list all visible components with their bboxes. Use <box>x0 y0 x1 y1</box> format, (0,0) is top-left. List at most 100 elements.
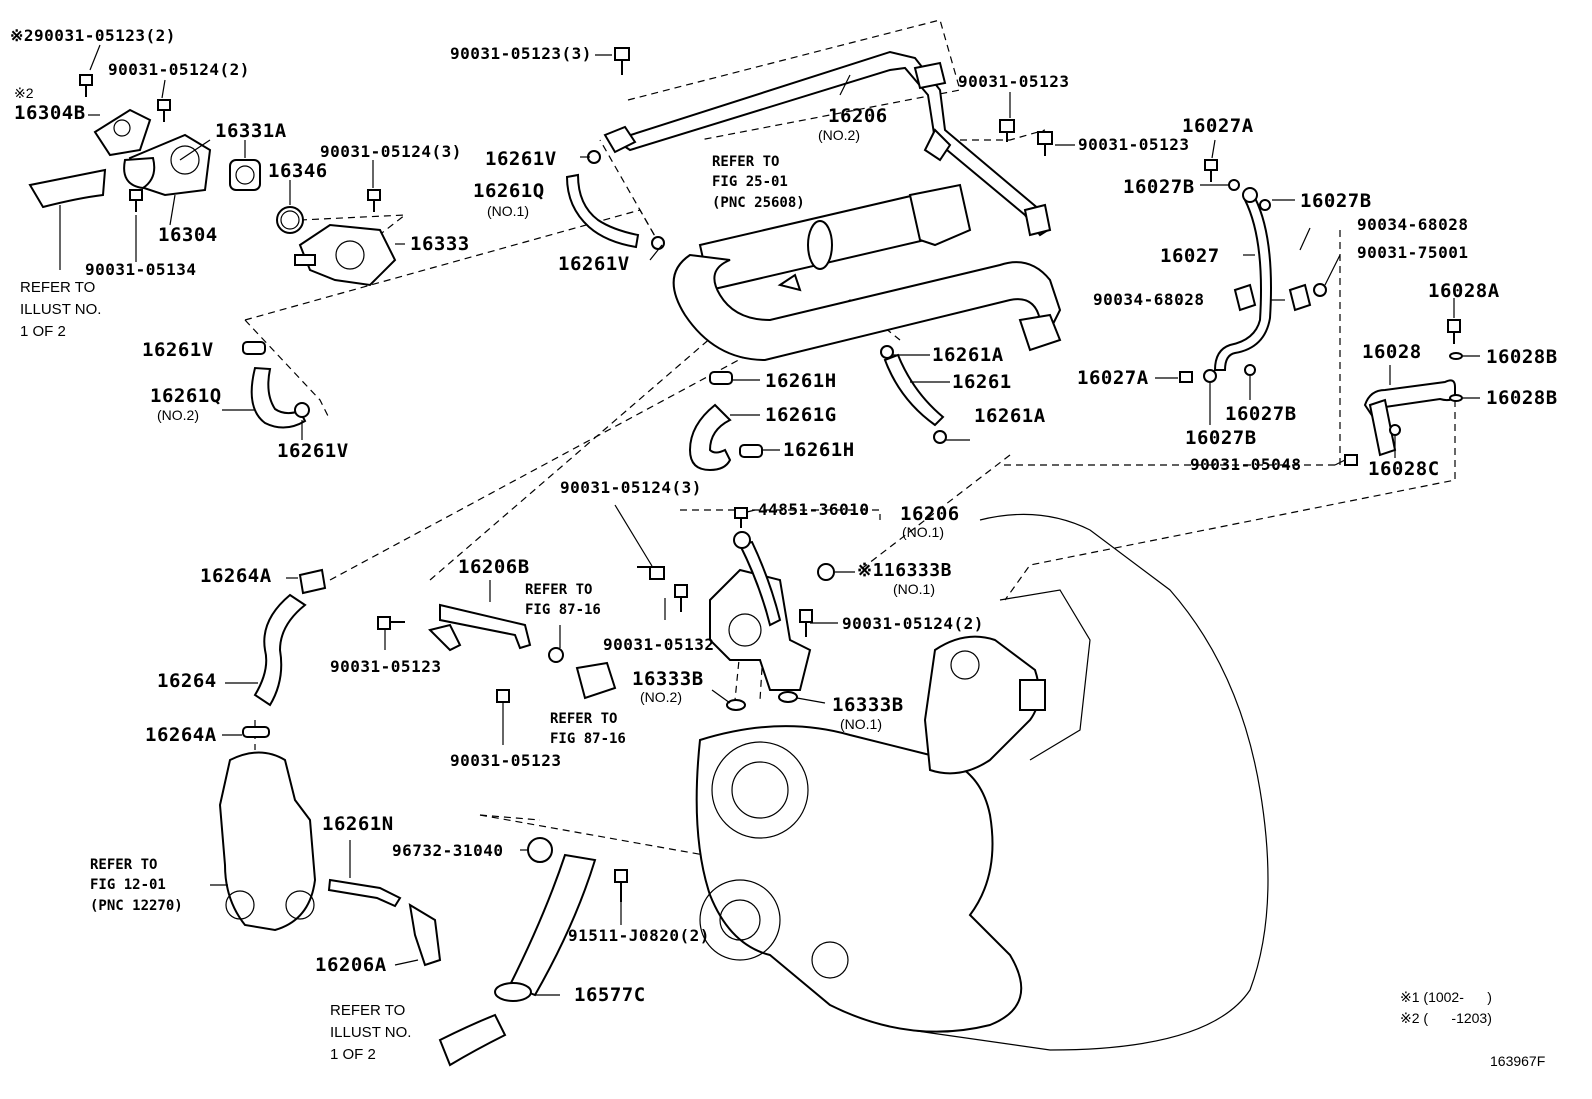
part-label: 90031-05123(3) <box>450 44 592 63</box>
intake-pipe-16577c <box>438 837 628 1067</box>
part-label: 90034-68028 <box>1093 290 1205 309</box>
part-label: 16261Q <box>150 385 222 407</box>
refer-note-fig-25-01: REFER TO FIG 25-01 (PNC 25608) <box>712 152 805 213</box>
part-label: 16027A <box>1077 367 1149 389</box>
note-line: FIG 25-01 <box>712 174 788 191</box>
part-label: (NO.2) <box>640 689 682 705</box>
part-label: ※2 <box>14 85 34 101</box>
water-pump-housing <box>210 751 442 967</box>
part-label: 16333B <box>832 694 904 716</box>
part-label: 16261Q <box>473 180 545 202</box>
part-label: 90031-05123 <box>450 751 562 770</box>
part-label: 16206 <box>828 105 888 127</box>
note-line: 1 OF 2 <box>20 322 66 340</box>
part-label: 90031-75001 <box>1357 243 1469 262</box>
part-label: 16304B <box>14 102 86 124</box>
part-label: 16206 <box>900 503 960 525</box>
footnote-2: ※2 ( -1203) <box>1400 1010 1492 1026</box>
part-label: 16577C <box>574 984 646 1006</box>
part-label: 16027B <box>1123 176 1195 198</box>
note-line: (PNC 25608) <box>712 194 805 211</box>
part-label: 16261A <box>932 344 1004 366</box>
part-label: (NO.2) <box>818 127 860 143</box>
hose-16264 <box>222 568 327 738</box>
part-label: 90034-68028 <box>1357 215 1469 234</box>
refer-note-fig-87-16-b: REFER TO FIG 87-16 <box>550 709 626 750</box>
part-label: 16264A <box>200 565 272 587</box>
part-label: 16028 <box>1362 341 1422 363</box>
left-hose-group <box>222 341 310 440</box>
part-label: 90031-05132 <box>603 635 715 654</box>
part-label: 91511-J0820(2) <box>568 926 710 945</box>
part-label: 90031-05123 <box>330 657 442 676</box>
note-line: REFER TO <box>90 857 158 873</box>
refer-note-illust: REFER TO ILLUST NO. 1 OF 2 <box>20 277 101 342</box>
diagram-code: 163967F <box>1490 1053 1546 1069</box>
part-label: 16333 <box>410 233 470 255</box>
part-label: (NO.1) <box>840 716 882 732</box>
part-label: 16261V <box>277 440 349 462</box>
part-label: 90031-05048 <box>1190 455 1302 474</box>
part-label: 16261N <box>322 813 394 835</box>
part-label: 16028B <box>1486 387 1558 409</box>
part-label: (NO.1) <box>487 203 529 219</box>
water-outlet-assembly <box>614 504 855 711</box>
part-label: 90031-05124(2) <box>108 60 250 79</box>
part-label: 16261V <box>142 339 214 361</box>
part-label: ※116333B <box>857 560 952 581</box>
part-label: 16261 <box>952 371 1012 393</box>
part-label: 16261V <box>485 148 557 170</box>
note-line: (PNC 12270) <box>90 897 183 914</box>
note-line: REFER TO <box>712 154 780 170</box>
part-label: 16028A <box>1428 280 1500 302</box>
part-label: 96732-31040 <box>392 841 504 860</box>
part-label: 16261A <box>974 405 1046 427</box>
thermostat-housing-group <box>28 44 405 287</box>
part-label: 90031-05124(3) <box>320 142 462 161</box>
part-label: ※290031-05123(2) <box>10 26 176 45</box>
note-line: ILLUST NO. <box>20 300 102 318</box>
part-label: 90031-05123 <box>1078 135 1190 154</box>
part-label: 16261H <box>765 370 837 392</box>
note-line: REFER TO <box>330 1002 406 1019</box>
part-label: 16028C <box>1368 458 1440 480</box>
part-label: 16027B <box>1185 427 1257 449</box>
part-label: 16304 <box>158 224 218 246</box>
note-line: FIG 87-16 <box>525 602 601 619</box>
part-label: 90031-05134 <box>85 260 197 279</box>
part-label: 16264 <box>157 670 217 692</box>
part-label: 16027A <box>1182 115 1254 137</box>
refer-note-fig-12-01: REFER TO FIG 12-01 (PNC 12270) <box>90 855 183 916</box>
part-label: 44851-36010 <box>758 500 870 519</box>
part-label: 16027 <box>1160 245 1220 267</box>
part-label: 16346 <box>268 160 328 182</box>
part-label: 16028B <box>1486 346 1558 368</box>
part-label: 16264A <box>145 724 217 746</box>
part-label: 16261V <box>558 253 630 275</box>
refer-note-illust-bottom: REFER TO ILLUST NO. 1 OF 2 <box>330 1000 411 1065</box>
part-label: 16206A <box>315 954 387 976</box>
refer-note-fig-87-16-a: REFER TO FIG 87-16 <box>525 580 601 621</box>
part-label: (NO.1) <box>893 581 935 597</box>
part-label: 90031-05123 <box>958 72 1070 91</box>
engine-block <box>695 513 1269 1051</box>
part-label: 16027B <box>1300 190 1372 212</box>
part-label: 90031-05124(2) <box>842 614 984 633</box>
water-pipe-16206b <box>377 580 617 745</box>
part-label: 90031-05124(3) <box>560 478 702 497</box>
part-label: 16027B <box>1225 403 1297 425</box>
part-label: 16206B <box>458 556 530 578</box>
water-bypass-pipe-no2 <box>595 47 1075 237</box>
note-line: ILLUST NO. <box>330 1023 412 1041</box>
note-line: 1 OF 2 <box>330 1045 376 1063</box>
note-line: REFER TO <box>20 279 96 296</box>
footnote-1: ※1 (1002- ) <box>1400 989 1492 1005</box>
part-label: 16333B <box>632 668 704 690</box>
part-label: (NO.2) <box>157 407 199 423</box>
part-label: (NO.1) <box>902 524 944 540</box>
note-line: REFER TO <box>525 582 593 598</box>
egr-hoses <box>565 150 970 472</box>
note-line: FIG 87-16 <box>550 731 626 748</box>
part-label: 16331A <box>215 120 287 142</box>
